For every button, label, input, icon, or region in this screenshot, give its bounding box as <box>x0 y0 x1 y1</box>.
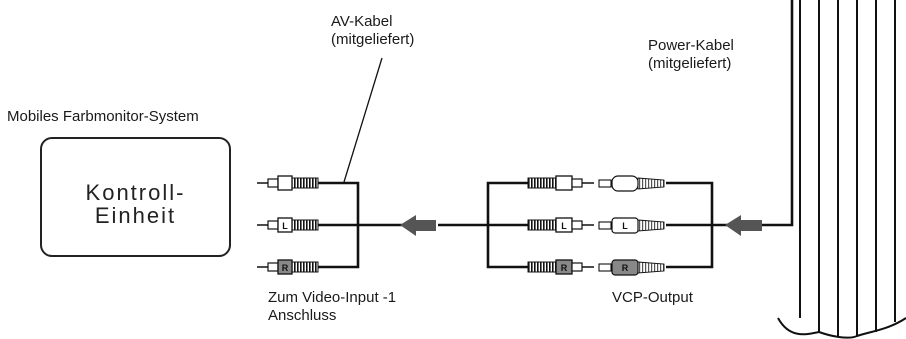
plug-audio-l-left: L <box>257 217 319 233</box>
control-unit-label: Kontroll- Einheit <box>85 180 186 228</box>
power-cable-label: Power-Kabel (mitgeliefert) <box>648 37 734 72</box>
plug-video-left <box>257 175 319 191</box>
plug-audio-r-left: R <box>257 259 319 275</box>
video-input-label: Zum Video-Input -1 Anschluss <box>268 289 397 324</box>
plug-l-letter: L <box>561 221 567 231</box>
right-leads <box>666 0 794 269</box>
av-cable-pointer <box>343 57 383 183</box>
plug-video-middle <box>527 175 594 191</box>
socket-audio-r-right: R <box>598 259 665 276</box>
socket-audio-l-right: L <box>598 217 665 234</box>
control-unit-box: Kontroll- Einheit <box>40 137 231 257</box>
plug-audio-r-middle: R <box>527 259 594 275</box>
system-label: Mobiles Farbmonitor-System <box>7 108 199 125</box>
left-cable-bundle <box>318 181 404 269</box>
plug-l-letter: L <box>622 221 628 231</box>
arrow-left-icon <box>725 215 762 236</box>
av-cable-label: AV-Kabel (mitgeliefert) <box>331 13 415 48</box>
plug-audio-l-middle: L <box>527 217 594 233</box>
plug-r-letter: R <box>282 263 289 273</box>
vcp-device <box>777 0 906 339</box>
plug-r-letter: R <box>622 263 629 273</box>
plug-l-letter: L <box>282 221 288 231</box>
arrow-left-icon <box>400 215 436 236</box>
vcp-output-label: VCP-Output <box>612 289 693 306</box>
socket-video-right <box>598 175 665 192</box>
plug-r-letter: R <box>561 263 568 273</box>
middle-cable-bundle <box>438 181 528 269</box>
